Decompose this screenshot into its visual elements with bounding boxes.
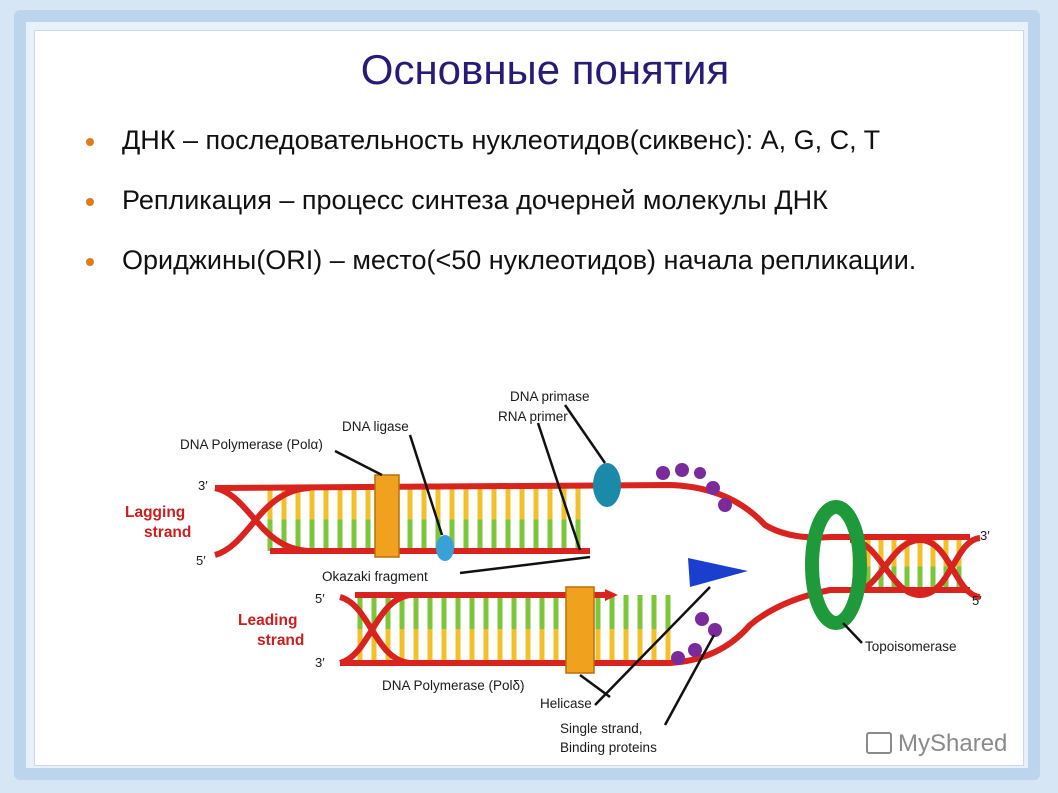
label-lagging: Lagging — [125, 504, 185, 521]
watermark-logo: MyShared — [866, 730, 1007, 758]
leading-helix-left-b — [338, 592, 411, 666]
label-okazaki: Okazaki fragment — [322, 569, 428, 584]
end-3-right: 3′ — [980, 528, 990, 543]
bullet-text: Ориджины(ORI) – место(<50 нуклеотидов) н… — [122, 245, 917, 275]
bullet-dot-icon — [86, 138, 94, 146]
bullet-text: Репликация – процесс синтеза дочерней мо… — [122, 185, 828, 215]
polymerase-alpha — [374, 474, 400, 558]
label-ssb-2: Binding proteins — [560, 740, 657, 755]
bullet-ori: Ориджины(ORI) – место(<50 нуклеотидов) н… — [86, 238, 986, 282]
presentation-icon — [866, 732, 892, 754]
bullet-dna: ДНК – последовательность нуклеотидов(сик… — [86, 118, 986, 162]
parental-helix-b — [849, 536, 981, 600]
primase-icon — [593, 463, 621, 507]
helicase-icon — [688, 558, 748, 587]
polymerase-delta — [565, 586, 595, 674]
label-rna-primer: RNA primer — [498, 409, 568, 424]
lagging-helix-left-b — [213, 485, 311, 558]
label-pol-alpha: DNA Polymerase (Polα) — [180, 437, 323, 452]
ligase-icon — [436, 535, 454, 561]
label-ssb-1: Single strand, — [560, 721, 643, 736]
label-lagging-strand: strand — [144, 524, 191, 541]
label-dna-ligase: DNA ligase — [342, 419, 409, 434]
slide-title: Основные понятия — [360, 46, 730, 93]
watermark-text: MyShared — [898, 730, 1008, 757]
label-dna-primase: DNA primase — [510, 389, 590, 404]
bullet-text: ДНК – последовательность нуклеотидов(сик… — [122, 125, 881, 155]
bullet-dot-icon — [86, 258, 94, 266]
end-3-leading: 3′ — [315, 655, 325, 670]
bullet-replication: Репликация – процесс синтеза дочерней мо… — [86, 178, 986, 222]
label-helicase: Helicase — [540, 696, 592, 711]
end-5-right: 5′ — [972, 593, 982, 608]
bullet-dot-icon — [86, 198, 94, 206]
end-3-top: 3′ — [198, 478, 208, 493]
label-pol-delta: DNA Polymerase (Polδ) — [382, 678, 525, 693]
label-leading: Leading — [238, 612, 297, 629]
label-leading-strand: strand — [257, 632, 304, 649]
parental-helix-a — [849, 535, 981, 599]
replication-fork-diagram: DNA primase RNA primer DNA ligase DNA Po… — [125, 389, 990, 755]
topoisomerase-ring — [805, 500, 867, 630]
leading-bottom-backbone — [340, 587, 970, 666]
end-5-top: 5′ — [196, 553, 206, 568]
bullet-list: ДНК – последовательность нуклеотидов(сик… — [86, 118, 986, 282]
leading-arrow-icon — [605, 589, 618, 601]
ssb-proteins — [656, 463, 732, 665]
end-5-leading: 5′ — [315, 591, 325, 606]
leader-lines — [334, 404, 863, 726]
label-topoisomerase: Topoisomerase — [865, 639, 957, 654]
